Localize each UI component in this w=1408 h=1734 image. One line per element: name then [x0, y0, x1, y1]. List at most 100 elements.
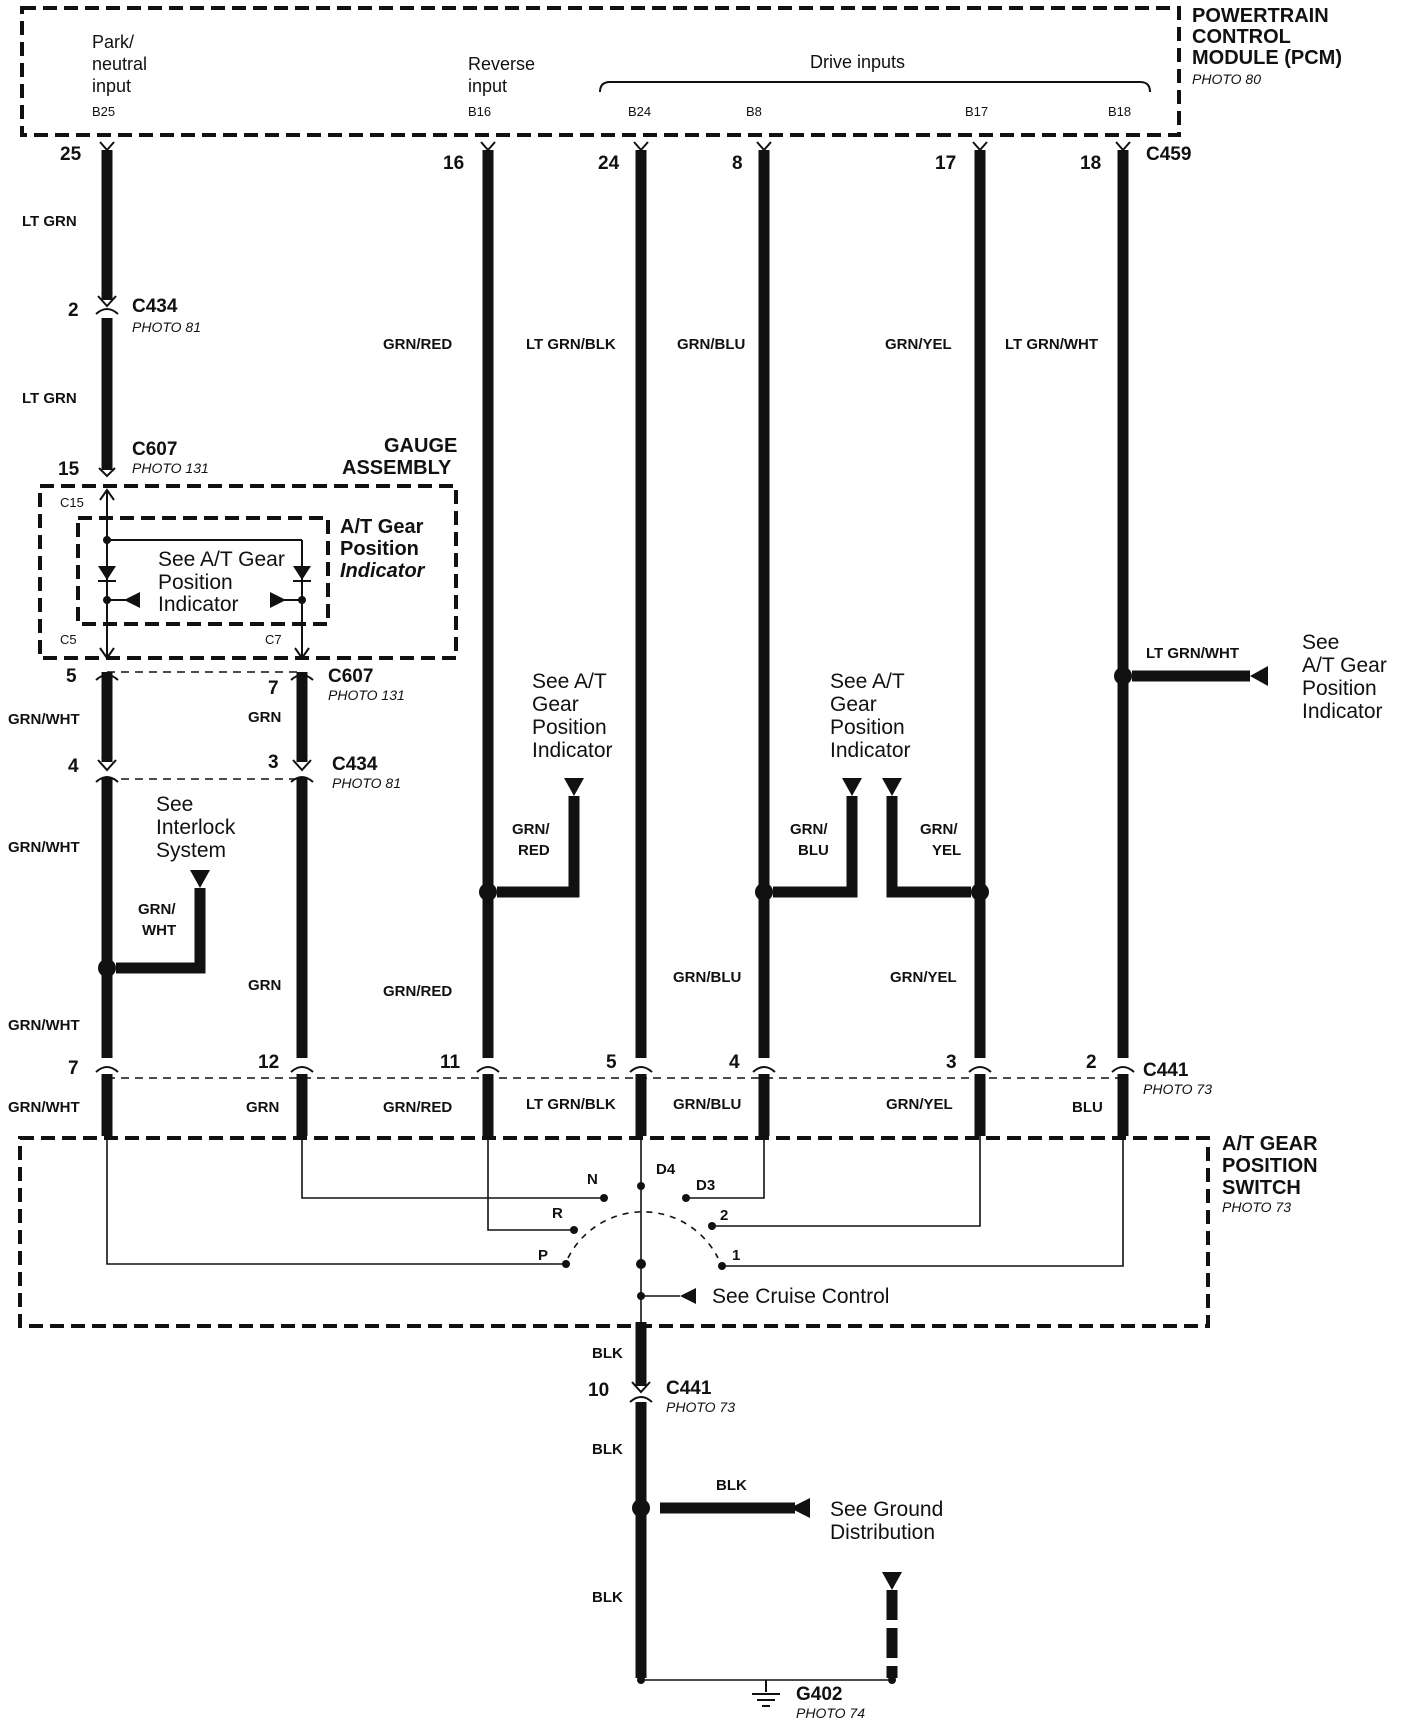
c607-top-pin: 15: [58, 459, 80, 480]
pcm-box: [20, 6, 1181, 137]
switch-title-1: A/T GEAR: [1222, 1133, 1318, 1155]
grn-blu-branch-wire: [773, 796, 858, 898]
c441-bot-photo: PHOTO 73: [666, 1399, 735, 1415]
grn-yel-branch-wire: [886, 796, 971, 898]
lt-grn-blk-top-label: LT GRN/BLK: [526, 336, 616, 353]
c441-name: C441: [1143, 1060, 1189, 1081]
grn-label-2: GRN: [248, 977, 281, 994]
at-mid1-see-3: Position: [532, 716, 607, 739]
c441-pin-5: 5: [606, 1052, 617, 1073]
contact-p: [562, 1260, 570, 1268]
grn-yel-branch-arrow-icon: [882, 778, 902, 796]
c434-bot-photo: PHOTO 81: [332, 775, 401, 791]
gauge-arrow-right-icon: [270, 592, 286, 608]
grn-yel-branch-label-2: YEL: [932, 842, 961, 859]
switch-box: [18, 1136, 1210, 1328]
grn-blu-branch-label-2: BLU: [798, 842, 829, 859]
trace-grn-red: [487, 1136, 574, 1231]
c441-color-1: GRN/WHT: [8, 1099, 80, 1116]
at-mid1-see-4: Indicator: [532, 739, 613, 762]
c441-pin-12: 12: [258, 1052, 279, 1073]
gauge-arrow-left-icon: [124, 592, 140, 608]
park-neutral-label-3: input: [92, 76, 131, 96]
pos-2: 2: [720, 1207, 728, 1224]
c459-pin-18: 18: [1080, 153, 1101, 174]
grn-red-mid-label: GRN/RED: [383, 983, 452, 1000]
connector-c607-bottom: 5 7 C607 PHOTO 131: [66, 666, 405, 703]
c441-bot-cup: [629, 1396, 653, 1403]
grn-red-branch-label-2: RED: [518, 842, 550, 859]
ground-ref-arrow-icon: [790, 1498, 810, 1518]
trace-grn: [301, 1136, 604, 1199]
ground-symbol-icon: [752, 1693, 780, 1707]
ground-see-2: Distribution: [830, 1521, 935, 1544]
contact-r: [570, 1226, 578, 1234]
c459-terminal-5: [972, 141, 988, 152]
grn-yel-top-label: GRN/YEL: [885, 336, 952, 353]
gauge-pin-c5: C5: [60, 632, 77, 647]
pos-d3: D3: [696, 1177, 715, 1194]
g402-name: G402: [796, 1684, 842, 1705]
c441-color-6: GRN/YEL: [886, 1096, 953, 1113]
pcm-pin-b18: B18: [1108, 104, 1131, 119]
connector-c607-top: 15 C607 PHOTO 131: [58, 439, 209, 480]
lt-grn-wht-branch-label: LT GRN/WHT: [1146, 645, 1239, 662]
grn-red-branch-label-1: GRN/: [512, 821, 550, 838]
c434-bot-pin-4: 4: [68, 756, 79, 777]
reverse-label-2: input: [468, 76, 507, 96]
grn-yel-branch-label-1: GRN/: [920, 821, 958, 838]
c441-cup-3: [476, 1066, 500, 1073]
gauge-pin-c7: C7: [265, 632, 282, 647]
grn-yel-mid-label: GRN/YEL: [890, 969, 957, 986]
trace-grn-blu: [686, 1136, 765, 1199]
park-neutral-label-1: Park/: [92, 32, 134, 52]
grn-wht-label-2: GRN/WHT: [8, 839, 80, 856]
c434-top-photo: PHOTO 81: [132, 319, 201, 335]
pcm-photo: PHOTO 80: [1192, 71, 1261, 87]
at-mid1-see-2: Gear: [532, 693, 579, 716]
grn-wht-label-1: GRN/WHT: [8, 711, 80, 728]
switch-photo: PHOTO 73: [1222, 1199, 1291, 1215]
c459-pin-17: 17: [935, 153, 956, 174]
ground-bus-left: [637, 1676, 645, 1684]
c441-pin-7: 7: [68, 1058, 79, 1079]
connector-c459: 25 16 24 8 17 18 C459: [60, 141, 1191, 174]
grn-yel-splice: [971, 883, 989, 901]
c441-pin-2: 2: [1086, 1052, 1097, 1073]
c441-bot-arrow: [631, 1381, 651, 1394]
grn-label-1: GRN: [248, 709, 281, 726]
interlock-arrow-icon: [190, 870, 210, 888]
c441-color-2: GRN: [246, 1099, 279, 1116]
c607-bot-photo: PHOTO 131: [328, 687, 405, 703]
ground-right-arrow-icon: [882, 1572, 902, 1590]
at-mid2-see-1: See A/T: [830, 670, 905, 693]
grn-red-top-label: GRN/RED: [383, 336, 452, 353]
ground-section: BLK 10 C441 PHOTO 73 BLK BLK See Ground …: [588, 1345, 943, 1721]
c607-top-name: C607: [132, 439, 177, 460]
ground-splice: [632, 1499, 650, 1517]
c434-bot-cup-right: [290, 776, 314, 783]
pos-n: N: [587, 1171, 598, 1188]
interlock-see-3: System: [156, 839, 226, 862]
trace-blu: [724, 1136, 1124, 1267]
c441-cup-6: [968, 1066, 992, 1073]
pcm-title-2: CONTROL: [1192, 26, 1291, 48]
interlock-wire: [116, 888, 206, 974]
connector-c434-bottom: 4 3 C434 PHOTO 81: [68, 752, 401, 791]
c441-cup-2: [290, 1066, 314, 1073]
grn-blu-branch-label-1: GRN/: [790, 821, 828, 838]
diode-right-icon: [293, 566, 311, 580]
grn-blu-mid-label: GRN/BLU: [673, 969, 741, 986]
c459-terminal-4: [756, 141, 772, 152]
connector-c434-top: 2 C434 PHOTO 81: [68, 295, 201, 335]
c441-pin-3: 3: [946, 1052, 957, 1073]
pcm-title-1: POWERTRAIN: [1192, 5, 1329, 27]
reverse-label-1: Reverse: [468, 54, 535, 74]
c441-color-5: GRN/BLU: [673, 1096, 741, 1113]
blk-label-2: BLK: [592, 1441, 623, 1458]
blk-label-1: BLK: [592, 1345, 623, 1362]
pos-r: R: [552, 1205, 563, 1222]
c441-color-4: LT GRN/BLK: [526, 1096, 616, 1113]
lt-grn-wht-top-label: LT GRN/WHT: [1005, 336, 1098, 353]
